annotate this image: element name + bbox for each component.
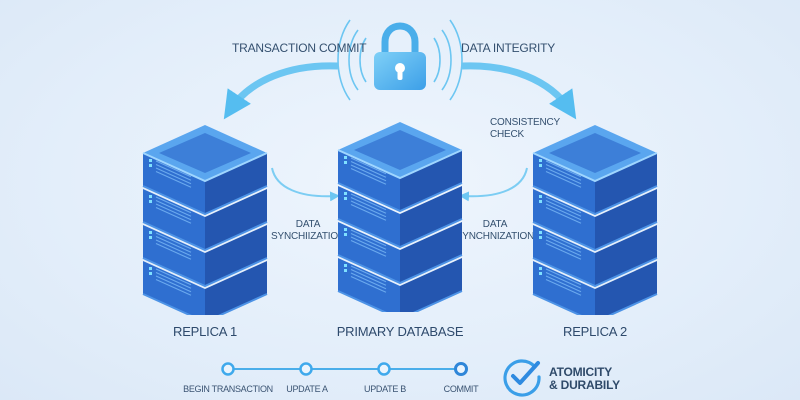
timeline-step-label: COMMIT [443,384,479,394]
timeline-step-node [454,362,468,376]
transaction-timeline [221,362,468,376]
led-icon [344,156,347,159]
check-circle-icon [503,359,541,397]
acid-badge-line1: ATOMICITY [549,365,613,379]
led-icon [539,236,542,239]
acid-badge-label: ATOMICITY & DURABILY [549,365,620,393]
timeline-step-node [221,362,235,376]
sync-left-line1: DATA [295,219,321,230]
led-icon [539,267,542,270]
arrow-integrity-to-replica-2 [461,62,577,120]
led-icon [149,159,152,162]
server-unit [142,261,268,315]
server-replica-1 [142,125,268,315]
acid-badge-line2: & DURABILY [549,378,620,393]
consistency-check-line2: CHECK [490,128,525,140]
arrow-sync-right [459,167,528,202]
server-primary [337,122,463,312]
led-icon [344,228,347,231]
server-top [142,125,268,183]
padlock-icon [374,22,426,90]
server-unit [337,222,463,285]
led-icon [149,236,152,239]
server-replica-2 [532,125,658,315]
led-icon [149,164,152,167]
arrow-commit-to-replica-1 [223,62,339,120]
led-icon [539,231,542,234]
consistency-check-line1: CONSISTENCY [490,117,561,128]
led-icon [344,269,347,272]
arrow-sync-left [271,167,340,202]
led-icon [539,200,542,203]
server-unit [142,225,268,288]
replica-2-label: REPLICA 2 [563,324,627,339]
server-unit [142,189,268,252]
timeline-step-node [299,362,313,376]
led-icon [149,195,152,198]
led-icon [149,272,152,275]
led-icon [539,159,542,162]
sync-left-label: DATA SYNCHIIZATION [268,219,348,242]
timeline-step-label: UPDATE B [364,384,406,394]
sync-right-label: DATA SYNCHNIZATION [453,219,537,242]
server-top [337,122,463,180]
server-unit [532,261,658,315]
server-unit [337,150,463,213]
timeline-step-label: UPDATE A [286,384,328,394]
consistency-check-label: CONSISTENCY CHECK [490,117,560,140]
timeline-step-node [377,362,391,376]
led-icon [344,233,347,236]
server-top [532,125,658,183]
led-icon [344,197,347,200]
server-unit [337,186,463,249]
led-icon [539,272,542,275]
led-icon [539,195,542,198]
replica-1-label: REPLICA 1 [173,324,237,339]
led-icon [344,161,347,164]
server-unit [532,189,658,252]
led-icon [344,192,347,195]
sync-left-line2: SYNCHIIZATION [271,230,345,242]
timeline-step-label: BEGIN TRANSACTION [183,384,273,394]
data-integrity-label: DATA INTEGRITY [461,41,556,55]
server-unit [532,225,658,288]
sync-right-line2: SYNCHNIZATION [455,230,535,242]
led-icon [149,200,152,203]
led-icon [539,164,542,167]
transaction-commit-label: TRANSACTION COMMIT [232,41,367,55]
led-icon [344,264,347,267]
server-unit [142,153,268,216]
led-icon [149,231,152,234]
led-icon [149,267,152,270]
signal-waves [337,19,463,101]
sync-right-line1: DATA [482,219,508,230]
primary-database-label: PRIMARY DATABASE [336,324,464,339]
server-unit [532,153,658,216]
server-unit [337,258,463,312]
